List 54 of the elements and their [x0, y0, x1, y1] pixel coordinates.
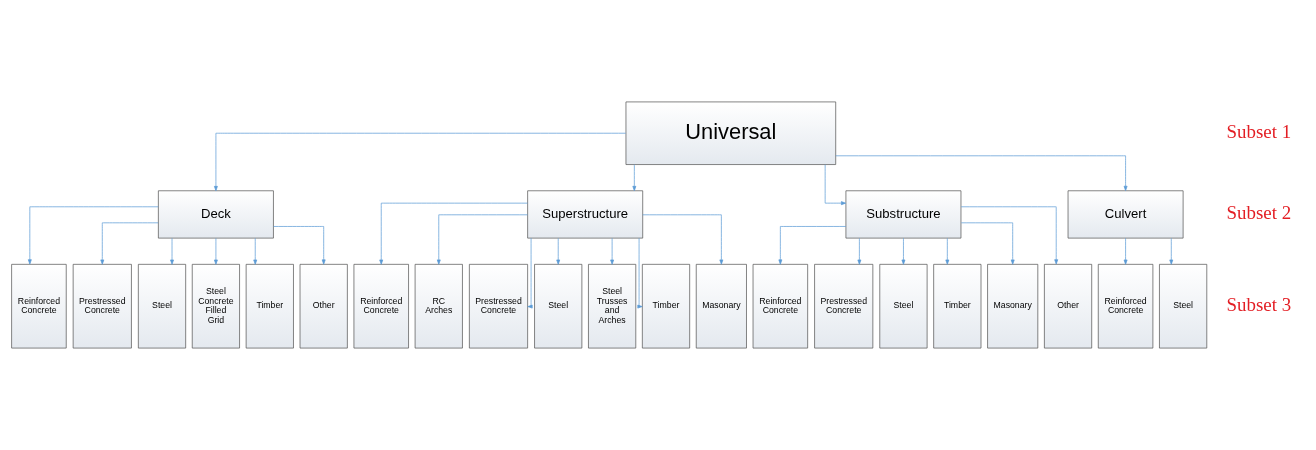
arrow — [27, 206, 159, 265]
arrow — [1123, 237, 1128, 265]
node-box: Steel Trusses and Arches — [588, 263, 637, 349]
node-box: Other — [1044, 263, 1093, 349]
node-box: Masonary — [987, 263, 1039, 349]
arrow — [170, 237, 174, 265]
arrow — [214, 132, 627, 192]
arrow — [436, 214, 528, 265]
node-box: Reinforced Concrete — [752, 263, 809, 349]
arrow — [637, 237, 643, 309]
node-box: Steel — [879, 263, 928, 349]
node-box: Timber — [245, 263, 294, 349]
node-box: Timber — [641, 263, 691, 349]
node-box: Deck — [158, 190, 274, 239]
node-box: Prestressed Concrete — [814, 263, 874, 349]
node-box: Steel — [534, 263, 583, 349]
node-box: Culvert — [1067, 190, 1184, 239]
label: Subset 2 — [1226, 202, 1292, 224]
arrow — [901, 237, 906, 265]
arrow — [642, 214, 724, 265]
node-box: Other — [299, 263, 348, 349]
arrow — [835, 155, 1128, 191]
node-box: Reinforced Concrete — [11, 263, 67, 349]
arrow — [379, 202, 528, 265]
arrow — [945, 237, 950, 265]
arrow — [778, 226, 847, 265]
arrow — [556, 237, 561, 265]
node-box: Superstructure — [527, 190, 644, 239]
node-box: Timber — [933, 263, 982, 349]
node-box: Reinforced Concrete — [1097, 263, 1154, 349]
arrow — [960, 206, 1059, 265]
arrow — [253, 237, 258, 265]
node-box: Prestressed Concrete — [469, 263, 528, 349]
node-box: Steel — [137, 263, 187, 349]
arrow — [214, 237, 218, 265]
arrow — [100, 222, 159, 265]
node-box: Reinforced Concrete — [353, 263, 409, 349]
arrow — [273, 226, 326, 265]
node-box: Masonary — [695, 263, 747, 349]
node-box: Steel — [1159, 263, 1208, 349]
arrow — [1169, 237, 1174, 265]
node-box: Steel Concrete Filled Grid — [191, 263, 240, 349]
arrow — [632, 164, 637, 192]
arrow — [857, 237, 862, 265]
arrow — [610, 237, 614, 265]
arrow — [824, 164, 847, 206]
node-box: RC Arches — [414, 263, 463, 349]
arrow — [960, 222, 1015, 265]
arrow — [527, 237, 533, 309]
label: Subset 1 — [1226, 120, 1292, 142]
label: Subset 3 — [1226, 293, 1292, 315]
node-box: Universal — [625, 101, 837, 165]
node-box: Substructure — [845, 190, 962, 239]
node-box: Prestressed Concrete — [72, 263, 132, 349]
